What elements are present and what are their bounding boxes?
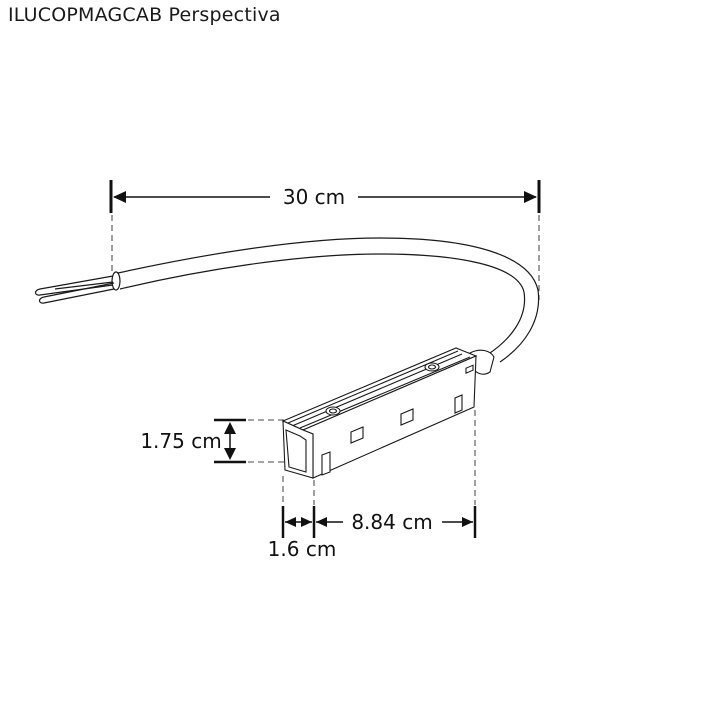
dim-label-body-length: 8.84 cm: [351, 510, 432, 534]
dim-label-cable-length: 30 cm: [283, 185, 345, 209]
drawing-title: ILUCOPMAGCAB Perspectiva: [8, 4, 281, 26]
dimension-height: [214, 418, 285, 464]
dim-label-end-cap: 1.6 cm: [268, 537, 337, 561]
dim-label-height: 1.75 cm: [140, 429, 221, 453]
dimension-cable-length: [109, 180, 541, 300]
cable: [34, 237, 540, 363]
connector-body: [281, 347, 495, 479]
dimension-lengths: [281, 410, 477, 538]
